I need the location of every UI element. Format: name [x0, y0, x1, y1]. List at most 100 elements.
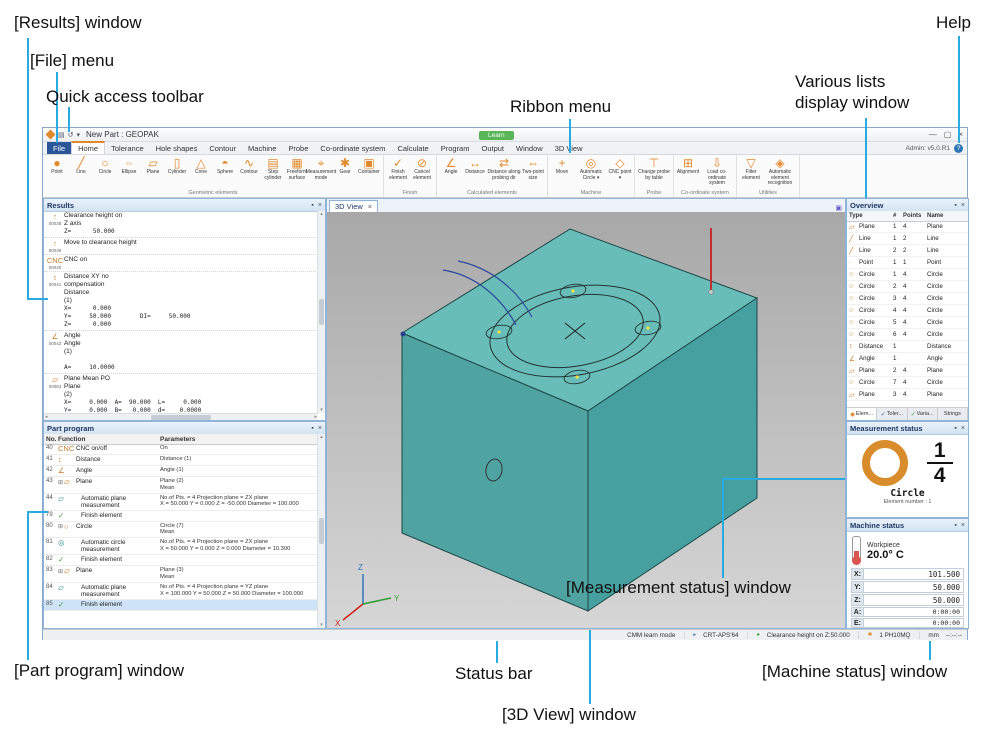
overview-tab-toler[interactable]: ✓Toler...: [877, 408, 908, 420]
pin-icon[interactable]: ▪: [954, 201, 957, 209]
ribbon-tab-co-ordinate-system[interactable]: Co-ordinate system: [320, 144, 386, 153]
close-icon[interactable]: ×: [367, 202, 373, 211]
undo-icon[interactable]: ↺: [67, 131, 74, 139]
status-probe-system[interactable]: 1 PH10MQ: [879, 631, 911, 639]
ribbon-tab-output[interactable]: Output: [481, 144, 504, 153]
pin-icon[interactable]: ▪: [311, 424, 314, 432]
ribbon-button-freeform-surface[interactable]: ▦Freeform surface: [285, 156, 309, 181]
ribbon-button-cnc-point[interactable]: ◇CNC point ▾: [608, 156, 632, 181]
status-clearance[interactable]: Clearance height on Z:50.000: [766, 631, 850, 639]
ribbon-button-distance-along-probing-dir[interactable]: ⇄Distance along probing dir: [487, 156, 521, 181]
overview-tab-elem[interactable]: ◆Elem...: [847, 408, 878, 420]
ribbon-button-cylinder[interactable]: ▯Cylinder: [165, 156, 189, 176]
ribbon-button-point[interactable]: ●Point: [45, 156, 69, 176]
part-program-row[interactable]: 85✓Finish element: [44, 599, 318, 611]
ribbon-button-circle[interactable]: ○Circle: [93, 156, 117, 176]
ribbon-button-sphere[interactable]: ◓Sphere: [213, 156, 237, 176]
ribbon-button-automatic-circle[interactable]: ◎Automatic Circle ▾: [574, 156, 608, 181]
pin-icon[interactable]: ▪: [954, 521, 957, 529]
ribbon-tab-calculate[interactable]: Calculate: [397, 144, 429, 153]
ribbon-button-two-point-size[interactable]: ⇔Two-point size: [521, 156, 545, 181]
close-icon[interactable]: ×: [317, 201, 322, 209]
close-icon[interactable]: ×: [960, 521, 965, 529]
overview-tab-varia[interactable]: ✓Varia...: [908, 408, 938, 420]
part-program-row[interactable]: 79✓Finish element: [44, 511, 318, 522]
ribbon-button-measurement-mode[interactable]: ⌖Measurement mode: [306, 156, 337, 181]
minimize-button[interactable]: —: [928, 130, 937, 139]
ribbon-tab-program[interactable]: Program: [440, 144, 470, 153]
part-program-row[interactable]: 82✓Finish element: [44, 555, 318, 567]
status-units[interactable]: mm: [928, 631, 939, 639]
ribbon-button-gear[interactable]: ✱Gear: [333, 156, 357, 176]
maximize-button[interactable]: ▢: [943, 130, 952, 139]
close-icon[interactable]: ×: [960, 424, 965, 432]
overview-tab-strings[interactable]: Strings: [938, 408, 968, 420]
ribbon-button-alignment[interactable]: ⊞Alignment: [676, 156, 700, 176]
expand-icon[interactable]: ⊞: [58, 568, 64, 575]
ribbon-button-cone[interactable]: △Cone: [189, 156, 213, 176]
ribbon-button-angle[interactable]: ∠Angle: [439, 156, 463, 176]
save-icon[interactable]: ▤: [58, 131, 65, 139]
results-vscrollbar[interactable]: ▴▾: [317, 211, 325, 413]
close-icon[interactable]: ×: [317, 424, 322, 432]
ribbon-tab-file[interactable]: File: [47, 142, 72, 154]
ribbon-button-change-probe-by-table[interactable]: ⊤Change probe by table: [637, 156, 671, 181]
3d-view-tab[interactable]: 3D View ×: [329, 200, 379, 212]
part-program-vscrollbar[interactable]: ▴▾: [317, 434, 325, 628]
ribbon-button-container[interactable]: ▣Container: [357, 156, 381, 176]
ribbon-tab-contour[interactable]: Contour: [209, 144, 237, 153]
ribbon-tab-machine[interactable]: Machine: [248, 144, 277, 153]
ribbon-tab-probe[interactable]: Probe: [288, 144, 309, 153]
status-probe-tree[interactable]: CRT-APS'64: [703, 631, 739, 639]
ribbon-button-filter-element[interactable]: ▽Filter element: [739, 156, 763, 181]
ribbon-button-distance[interactable]: ↔Distance: [463, 156, 487, 176]
help-icon[interactable]: ?: [954, 144, 963, 153]
ribbon-button-cancel-element[interactable]: ⊘Cancel element: [410, 156, 434, 181]
ribbon-tab-hole-shapes[interactable]: Hole shapes: [155, 144, 198, 153]
ribbon-button-plane[interactable]: ▱Plane: [141, 156, 165, 176]
results-hscrollbar[interactable]: ◂▸: [44, 413, 318, 420]
ribbon-button-load-co-ordinate-system[interactable]: ⇩Load co-ordinate system: [700, 156, 734, 187]
view-options-icon[interactable]: ▣: [835, 205, 842, 212]
pin-icon[interactable]: ▪: [954, 424, 957, 432]
3d-viewport[interactable]: Z Y X: [327, 212, 845, 628]
ribbon-tab-window[interactable]: Window: [516, 144, 543, 153]
ribbon-button-ellipse[interactable]: ○Ellipse: [117, 156, 141, 176]
ribbon-tab-3d-view[interactable]: 3D View: [554, 144, 583, 153]
ribbon-button-line[interactable]: ╱Line: [69, 156, 93, 176]
close-icon[interactable]: ×: [960, 201, 965, 209]
expand-icon[interactable]: ⊞: [58, 479, 64, 486]
ribbon-button-step-cylinder[interactable]: ▤Step cylinder: [261, 156, 285, 181]
ribbon-button-automatic-element-recognition[interactable]: ◈Automatic element recognition: [763, 156, 797, 187]
qat-dropdown-icon[interactable]: ▾: [76, 131, 81, 139]
close-button[interactable]: ×: [958, 130, 963, 139]
